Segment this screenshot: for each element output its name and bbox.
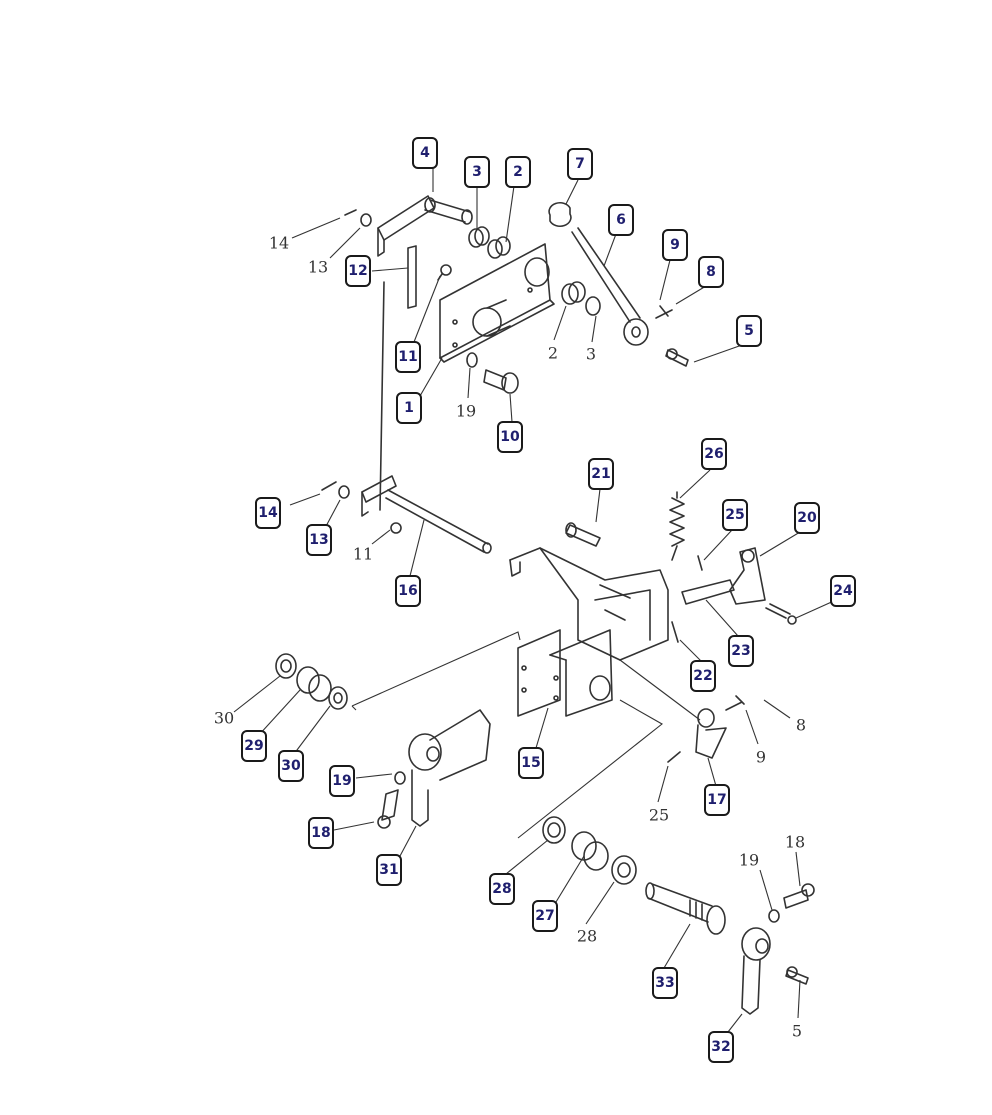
part-7-cap <box>548 201 572 228</box>
part-19-washer-right <box>768 909 780 923</box>
bushing-2-middle <box>561 281 586 305</box>
bushing-28-lower-left <box>542 816 566 844</box>
part-18-bolt-left <box>377 789 399 829</box>
callout-16[interactable]: 16 <box>395 575 421 607</box>
callout-5-top[interactable]: 5 <box>736 315 762 347</box>
part-11-screw-middle <box>390 522 402 534</box>
callout-18-left[interactable]: 18 <box>308 817 334 849</box>
callout-17[interactable]: 17 <box>704 784 730 816</box>
callout-15[interactable]: 15 <box>518 747 544 779</box>
label-30-outer: 30 <box>213 708 235 728</box>
label-25-lower: 25 <box>648 805 670 825</box>
part-1-plate <box>439 243 555 363</box>
part-6-lever <box>571 227 649 346</box>
label-9-lower: 9 <box>755 747 767 767</box>
callout-23[interactable]: 23 <box>728 635 754 667</box>
label-19-top: 19 <box>455 401 477 421</box>
callout-30-left[interactable]: 30 <box>278 750 304 782</box>
bushing-30-left-inner <box>328 686 348 710</box>
part-11-screw-top <box>437 264 452 281</box>
callout-14-middle[interactable]: 14 <box>255 497 281 529</box>
label-19-right: 19 <box>738 850 760 870</box>
connector-lines <box>351 631 701 839</box>
callout-9-top[interactable]: 9 <box>662 229 688 261</box>
label-18-right: 18 <box>784 832 806 852</box>
part-17-lever <box>695 708 727 759</box>
label-13-top: 13 <box>307 257 329 277</box>
bushing-27 <box>571 831 609 871</box>
bushing-30-left-outer <box>275 653 297 679</box>
label-14-top: 14 <box>268 233 290 253</box>
main-bracket <box>509 547 669 661</box>
part-18-bolt-right <box>783 883 815 909</box>
callout-25-upper[interactable]: 25 <box>722 499 748 531</box>
label-2-middle: 2 <box>547 343 559 363</box>
callout-28-lower[interactable]: 28 <box>489 873 515 905</box>
part-19-washer-left <box>394 771 406 785</box>
callout-29[interactable]: 29 <box>241 730 267 762</box>
callout-10[interactable]: 10 <box>497 421 523 453</box>
callout-6[interactable]: 6 <box>608 204 634 236</box>
part-5-screw-top <box>665 348 689 367</box>
callout-24[interactable]: 24 <box>830 575 856 607</box>
part-15-blocks <box>517 629 613 717</box>
label-11-middle: 11 <box>352 544 374 564</box>
bushing-28-lower-right <box>611 855 637 885</box>
callout-3-top[interactable]: 3 <box>464 156 490 188</box>
part-25-pin-upper <box>697 555 703 571</box>
part-8-9-pin <box>655 305 673 319</box>
callout-20[interactable]: 20 <box>794 502 820 534</box>
bushing-3-top <box>468 226 490 248</box>
part-31-sector-arm <box>408 709 491 827</box>
label-5-lower: 5 <box>791 1021 803 1041</box>
part-19-washer-top <box>466 352 478 368</box>
part-23-link <box>681 579 735 605</box>
part-33-splined-shaft <box>645 882 726 935</box>
label-28-right: 28 <box>576 926 598 946</box>
part-12-strap <box>379 245 417 511</box>
part-16-shaft <box>361 475 492 554</box>
label-3-middle: 3 <box>585 344 597 364</box>
part-25-pin-lower <box>667 751 681 763</box>
callout-26[interactable]: 26 <box>701 438 727 470</box>
part-24-bolt <box>765 603 797 625</box>
callout-11-top[interactable]: 11 <box>395 341 421 373</box>
callout-22[interactable]: 22 <box>690 660 716 692</box>
callout-7[interactable]: 7 <box>567 148 593 180</box>
callout-33[interactable]: 33 <box>652 967 678 999</box>
part-14-13-middle <box>321 481 350 499</box>
part-32-arm <box>741 927 771 1015</box>
callout-8-top[interactable]: 8 <box>698 256 724 288</box>
bushing-29 <box>296 666 332 702</box>
callout-31[interactable]: 31 <box>376 854 402 886</box>
part-20-arm <box>729 547 766 605</box>
bushing-3-middle <box>585 296 601 316</box>
callout-27[interactable]: 27 <box>532 900 558 932</box>
part-14-13-top <box>344 209 372 227</box>
callout-21[interactable]: 21 <box>588 458 614 490</box>
leader-lines <box>233 168 837 1033</box>
part-4-bracket <box>377 195 473 257</box>
bushing-2-top <box>487 236 511 259</box>
callout-13-middle[interactable]: 13 <box>306 524 332 556</box>
part-5-screw-lower <box>785 966 809 985</box>
callout-2-top[interactable]: 2 <box>505 156 531 188</box>
callout-32[interactable]: 32 <box>708 1031 734 1063</box>
callout-1[interactable]: 1 <box>396 392 422 424</box>
callout-4[interactable]: 4 <box>412 137 438 169</box>
callout-19-left[interactable]: 19 <box>329 765 355 797</box>
part-10-bolt <box>483 369 519 394</box>
callout-12[interactable]: 12 <box>345 255 371 287</box>
part-21-pin <box>565 522 601 547</box>
part-8-9-pin-lower <box>725 695 745 711</box>
part-22-pin <box>671 621 679 643</box>
label-8-lower: 8 <box>795 715 807 735</box>
part-26-spring <box>669 491 685 561</box>
